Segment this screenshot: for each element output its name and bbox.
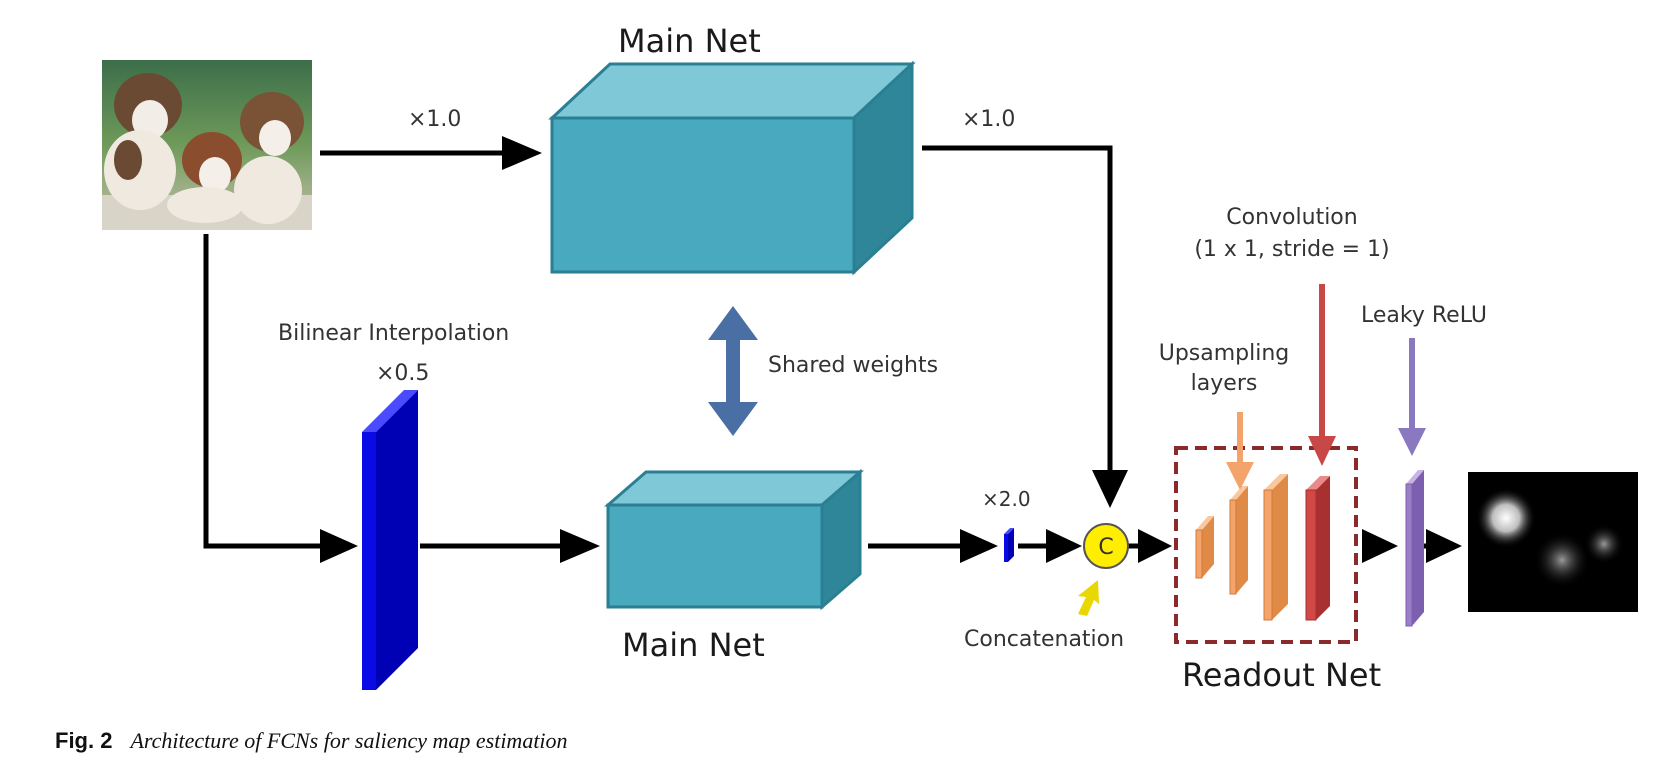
readout-net-box — [1174, 446, 1358, 644]
architecture-diagram: Main Net Main Net ×1.0 ×1.0 — [102, 22, 1638, 694]
leaky-relu-layer — [1405, 470, 1424, 627]
bilinear-block — [362, 390, 418, 690]
scale-top-in-label: ×1.0 — [408, 107, 461, 132]
connectors — [203, 145, 1428, 549]
convolution-layer — [1305, 476, 1330, 621]
convolution-label-line1: Convolution — [1226, 205, 1357, 230]
leaky-relu-label: Leaky ReLU — [1361, 303, 1487, 328]
saliency-map-output — [1468, 472, 1638, 612]
scale-top-out-label: ×1.0 — [962, 107, 1015, 132]
upscale-block — [1004, 528, 1014, 562]
arrow-to-upscale — [960, 529, 998, 563]
concat-node — [1083, 523, 1129, 569]
upsampling-label-line1: Upsampling — [1159, 341, 1290, 366]
upsampling-label-line2: layers — [1191, 371, 1258, 396]
arrow-to-main-net-bottom — [560, 529, 600, 563]
upsampling-layer-3 — [1263, 474, 1288, 621]
input-image — [102, 60, 312, 230]
upsampling-layer-1 — [1195, 516, 1214, 579]
caption-text: Architecture of FCNs for saliency map es… — [130, 728, 568, 753]
puppy-right — [234, 92, 304, 224]
arrow-input-to-main-net — [502, 136, 542, 170]
convolution-label-line2: (1 x 1, stride = 1) — [1194, 237, 1389, 262]
upscale-label: ×2.0 — [982, 487, 1031, 511]
arrow-to-bilinear — [320, 529, 358, 563]
puppy-middle — [167, 132, 243, 223]
arrow-to-concat — [1046, 529, 1082, 563]
bilinear-label: Bilinear Interpolation — [278, 321, 509, 346]
upsampling-layer-2 — [1229, 486, 1248, 595]
main-net-bottom-title: Main Net — [622, 626, 765, 664]
shared-weights-arrow — [708, 306, 758, 436]
shared-weights-label: Shared weights — [768, 353, 938, 378]
bilinear-scale-label: ×0.5 — [376, 361, 429, 386]
puppy-left — [104, 73, 182, 210]
figure-caption: Fig. 2 Architecture of FCNs for saliency … — [55, 728, 568, 754]
arrow-relu-to-output — [1426, 529, 1462, 563]
arrowheads — [320, 136, 1462, 563]
concatenation-label: Concatenation — [964, 627, 1124, 652]
leaky-relu-pointer-arrow — [1398, 338, 1426, 456]
arrow-main-net-to-concat — [1092, 470, 1128, 508]
concat-pointer-arrow — [1078, 580, 1099, 616]
figure-label: Fig. 2 — [55, 728, 113, 753]
convolution-pointer-arrow — [1308, 284, 1336, 466]
main-net-top-title: Main Net — [618, 22, 761, 60]
readout-net-title: Readout Net — [1182, 656, 1381, 694]
main-net-bottom-block — [603, 468, 865, 611]
concat-symbol: C — [1098, 535, 1113, 560]
arrow-readout-to-relu — [1362, 529, 1398, 563]
arrow-concat-to-readout — [1138, 529, 1172, 563]
main-net-top-block — [548, 60, 916, 276]
upsampling-pointer-arrow — [1226, 412, 1254, 490]
